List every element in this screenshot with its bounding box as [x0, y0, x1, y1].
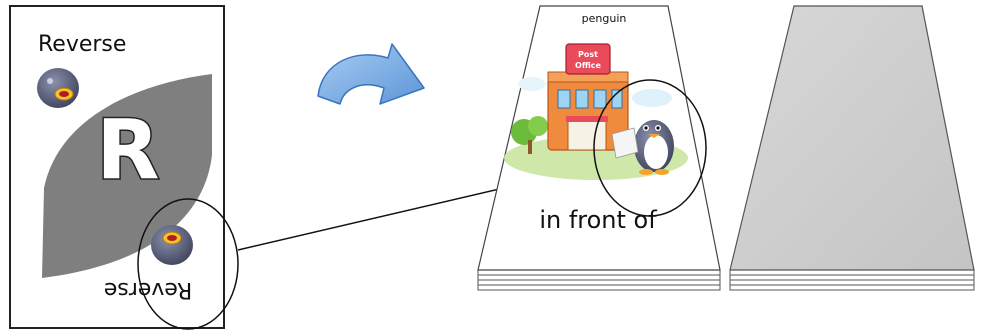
penguin-head-icon — [151, 225, 193, 265]
flashcard-back-face — [730, 6, 974, 270]
cloud-icon — [518, 77, 546, 91]
reverse-card: Reverse Reverse R — [10, 6, 238, 329]
flashcard-deck: penguin Post Office — [478, 6, 720, 290]
sign-line1: Post — [578, 50, 598, 59]
cloud-icon — [632, 89, 672, 107]
flashcard-deck-back — [730, 6, 974, 290]
sign-line2: Office — [575, 61, 601, 70]
card-bottom-label: Reverse — [104, 277, 192, 302]
penguin-head-icon — [37, 68, 79, 108]
flashcard-caption: in front of — [539, 206, 657, 234]
flip-arrow-icon — [318, 44, 424, 104]
card-top-label: Reverse — [38, 32, 126, 57]
flashcard-title: penguin — [582, 12, 627, 25]
card-letter: R — [96, 103, 159, 198]
